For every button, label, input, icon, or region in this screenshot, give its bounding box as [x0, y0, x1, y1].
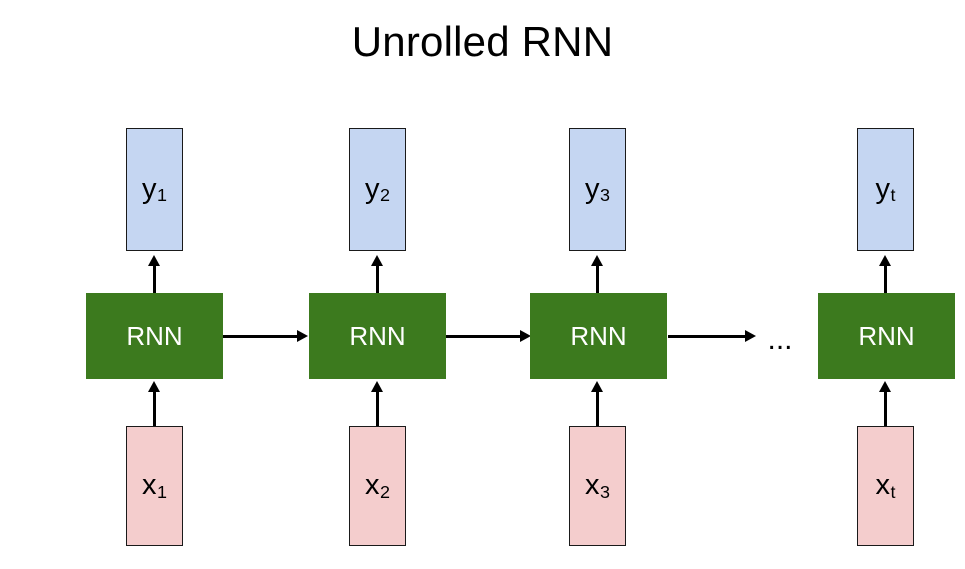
arrowhead-right-icon — [520, 330, 531, 342]
arrowhead-up-icon — [879, 255, 891, 266]
arrow-shaft — [376, 264, 379, 295]
arrowhead-right-icon — [297, 330, 308, 342]
arrow-rnn-to-output-2 — [371, 255, 384, 295]
input-label-1: x1 — [142, 469, 167, 502]
arrow-rnn-to-output-1 — [148, 255, 161, 295]
arrowhead-up-icon — [879, 381, 891, 392]
arrow-shaft — [596, 390, 599, 427]
output-label-2: y2 — [365, 172, 390, 206]
output-box-t: yt — [857, 128, 914, 251]
arrow-shaft — [884, 264, 887, 295]
sequence-ellipsis: ... — [767, 323, 793, 356]
arrow-rnn-to-output-3 — [591, 255, 604, 295]
arrow-shaft — [884, 390, 887, 427]
arrowhead-up-icon — [591, 255, 603, 266]
rnn-cell-t: RNN — [818, 293, 955, 379]
output-label-3: y3 — [585, 172, 610, 206]
arrow-shaft — [446, 335, 522, 338]
arrowhead-up-icon — [371, 381, 383, 392]
arrow-shaft — [376, 390, 379, 427]
output-box-3: y3 — [569, 128, 626, 251]
arrowhead-up-icon — [148, 255, 160, 266]
arrow-hidden-state-3-to-ellipsis — [668, 330, 756, 343]
output-label-t: yt — [875, 172, 896, 206]
input-label-3: x3 — [585, 469, 610, 502]
rnn-cell-2: RNN — [309, 293, 446, 379]
arrowhead-right-icon — [745, 330, 756, 342]
output-label-1: y1 — [142, 172, 167, 206]
arrow-input-to-rnn-t — [879, 381, 892, 427]
arrow-shaft — [153, 264, 156, 295]
arrow-input-to-rnn-3 — [591, 381, 604, 427]
input-label-2: x2 — [365, 469, 390, 502]
arrow-shaft — [153, 390, 156, 427]
input-box-3: x3 — [569, 426, 626, 546]
output-box-2: y2 — [349, 128, 406, 251]
arrow-input-to-rnn-2 — [371, 381, 384, 427]
arrow-hidden-state-2-to-3 — [446, 330, 531, 343]
input-label-t: xt — [875, 469, 896, 502]
page-title: Unrolled RNN — [351, 18, 614, 65]
rnn-cell-3: RNN — [530, 293, 667, 379]
arrow-hidden-state-1-to-2 — [223, 330, 308, 343]
output-box-1: y1 — [126, 128, 183, 251]
arrow-shaft — [223, 335, 299, 338]
arrowhead-up-icon — [371, 255, 383, 266]
rnn-label-t: RNN — [858, 321, 915, 351]
arrow-input-to-rnn-1 — [148, 381, 161, 427]
arrow-rnn-to-output-t — [879, 255, 892, 295]
arrowhead-up-icon — [148, 381, 160, 392]
input-box-t: xt — [857, 426, 914, 546]
arrow-shaft — [596, 264, 599, 295]
arrowhead-up-icon — [591, 381, 603, 392]
input-box-1: x1 — [126, 426, 183, 546]
rnn-cell-1: RNN — [86, 293, 223, 379]
rnn-label-1: RNN — [126, 321, 183, 351]
arrow-shaft — [668, 335, 747, 338]
input-box-2: x2 — [349, 426, 406, 546]
rnn-label-2: RNN — [349, 321, 406, 351]
rnn-label-3: RNN — [570, 321, 627, 351]
